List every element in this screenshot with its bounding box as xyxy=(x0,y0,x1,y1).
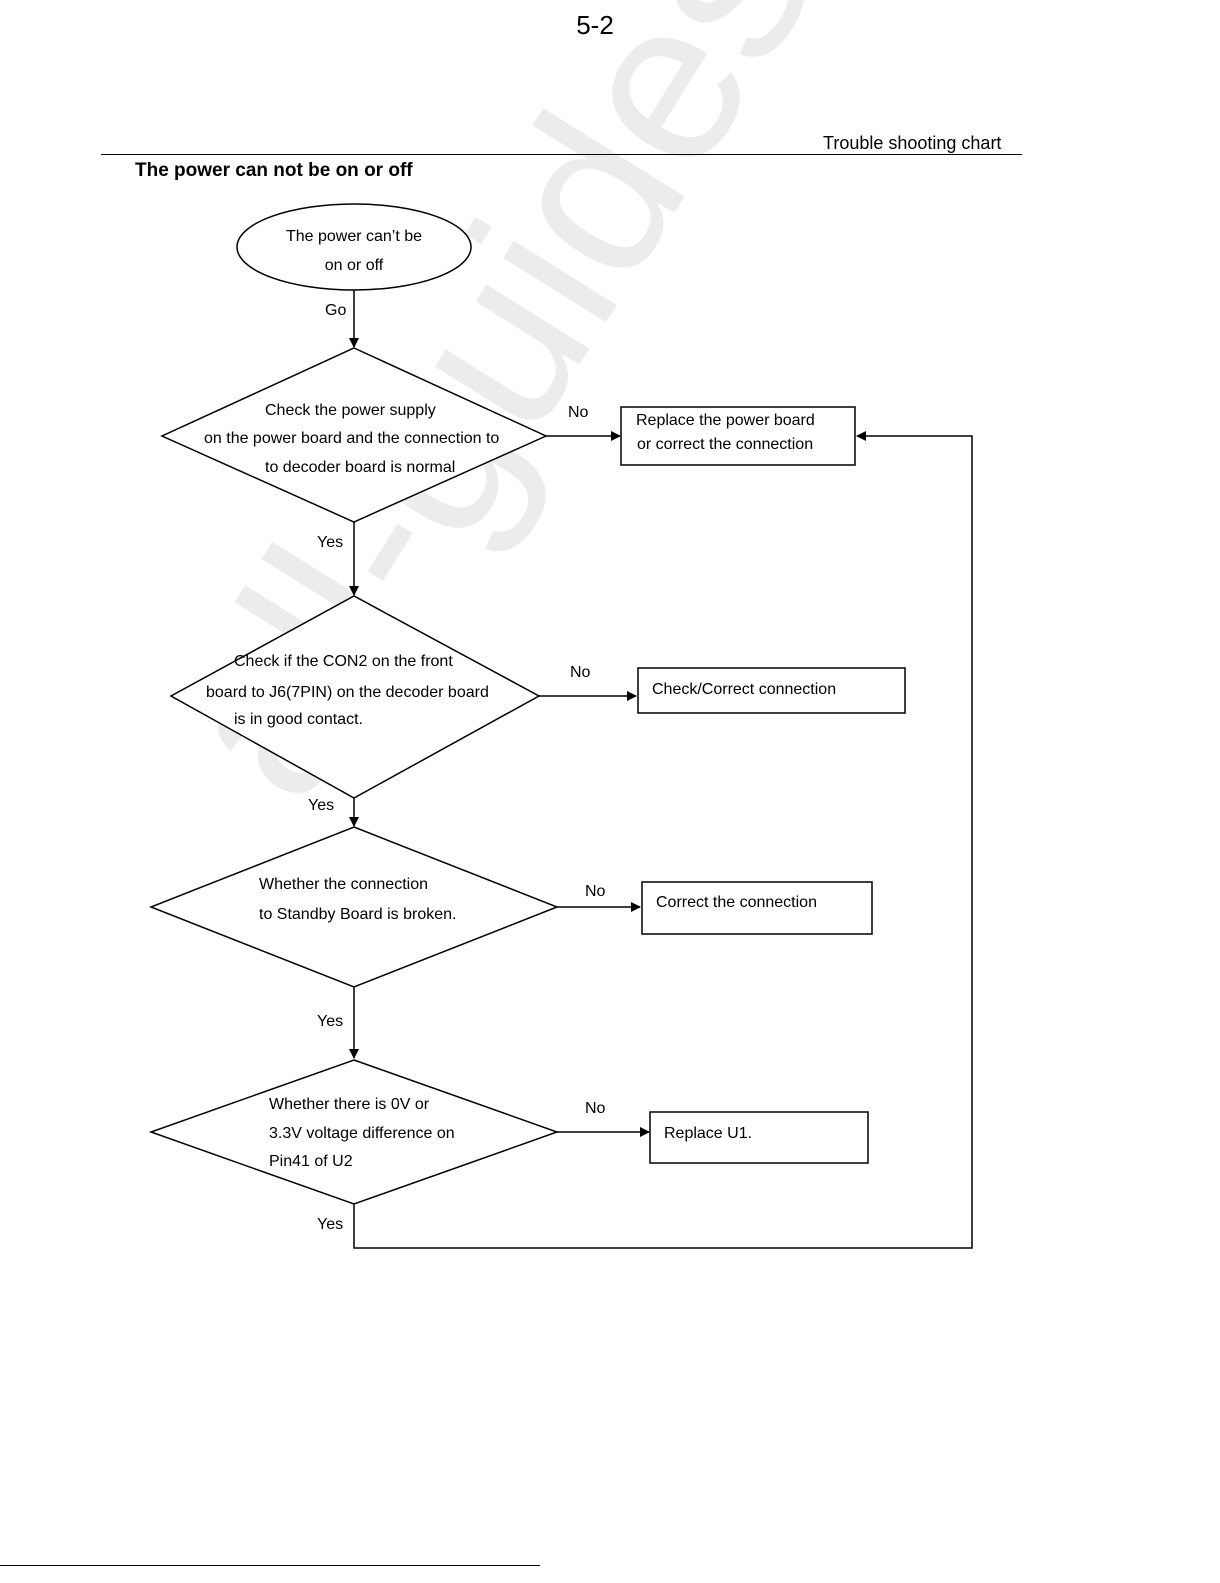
action-3-text: Correct the connection xyxy=(656,894,817,911)
edge-label-yes-3: Yes xyxy=(317,1013,344,1030)
arrow-decision4-yes-loop xyxy=(353,431,973,1249)
action-box-correct-connection xyxy=(641,881,873,935)
edge-label-yes-2: Yes xyxy=(308,797,335,814)
start-line-1: The power can’t be xyxy=(285,228,423,245)
section-label: Trouble shooting chart xyxy=(823,133,1002,153)
edge-label-yes-1: Yes xyxy=(317,534,344,551)
action-1-line-2: or correct the connection xyxy=(637,436,814,453)
edge-label-yes-4: Yes xyxy=(317,1216,344,1233)
start-node-text: The power can’t be on or off xyxy=(254,222,454,280)
edge-label-no-1: No xyxy=(568,404,589,421)
header-rule xyxy=(101,154,1022,155)
edge-label-go: Go xyxy=(325,302,347,319)
action-4-text: Replace U1. xyxy=(664,1125,753,1142)
decision-3-line-1: Whether the connection xyxy=(259,876,428,893)
action-2-text: Check/Correct connection xyxy=(652,681,837,698)
decision-2-line-1: Check if the CON2 on the front xyxy=(234,653,453,670)
decision-4-line-3: Pin41 of U2 xyxy=(269,1153,353,1170)
decision-1-line-2: on the power board and the connection to xyxy=(204,430,500,447)
footer-rule xyxy=(0,1565,540,1566)
page-number: 5-2 xyxy=(576,10,614,40)
decision-1-line-3: to decoder board is normal xyxy=(265,459,456,476)
action-box-replace-u1 xyxy=(649,1111,869,1164)
edge-label-no-4: No xyxy=(585,1100,606,1117)
edge-label-no-3: No xyxy=(585,883,606,900)
start-line-2: on or off xyxy=(324,257,384,274)
decision-3-line-2: to Standby Board is broken. xyxy=(259,906,457,923)
action-box-check-correct-connection xyxy=(637,667,906,714)
decision-4-line-2: 3.3V voltage difference on xyxy=(269,1125,455,1142)
decision-2-line-2: board to J6(7PIN) on the decoder board xyxy=(206,684,489,701)
decision-2-line-3: is in good contact. xyxy=(234,711,363,728)
action-box-replace-power-board xyxy=(620,406,856,466)
decision-1-line-1: Check the power supply xyxy=(265,402,436,419)
decision-4-line-1: Whether there is 0V or xyxy=(269,1096,430,1113)
chart-title: The power can not be on or off xyxy=(135,160,413,181)
edge-label-no-2: No xyxy=(570,664,591,681)
action-1-text: Replace the power board or correct the c… xyxy=(636,409,815,457)
action-1-line-1: Replace the power board xyxy=(636,412,815,429)
